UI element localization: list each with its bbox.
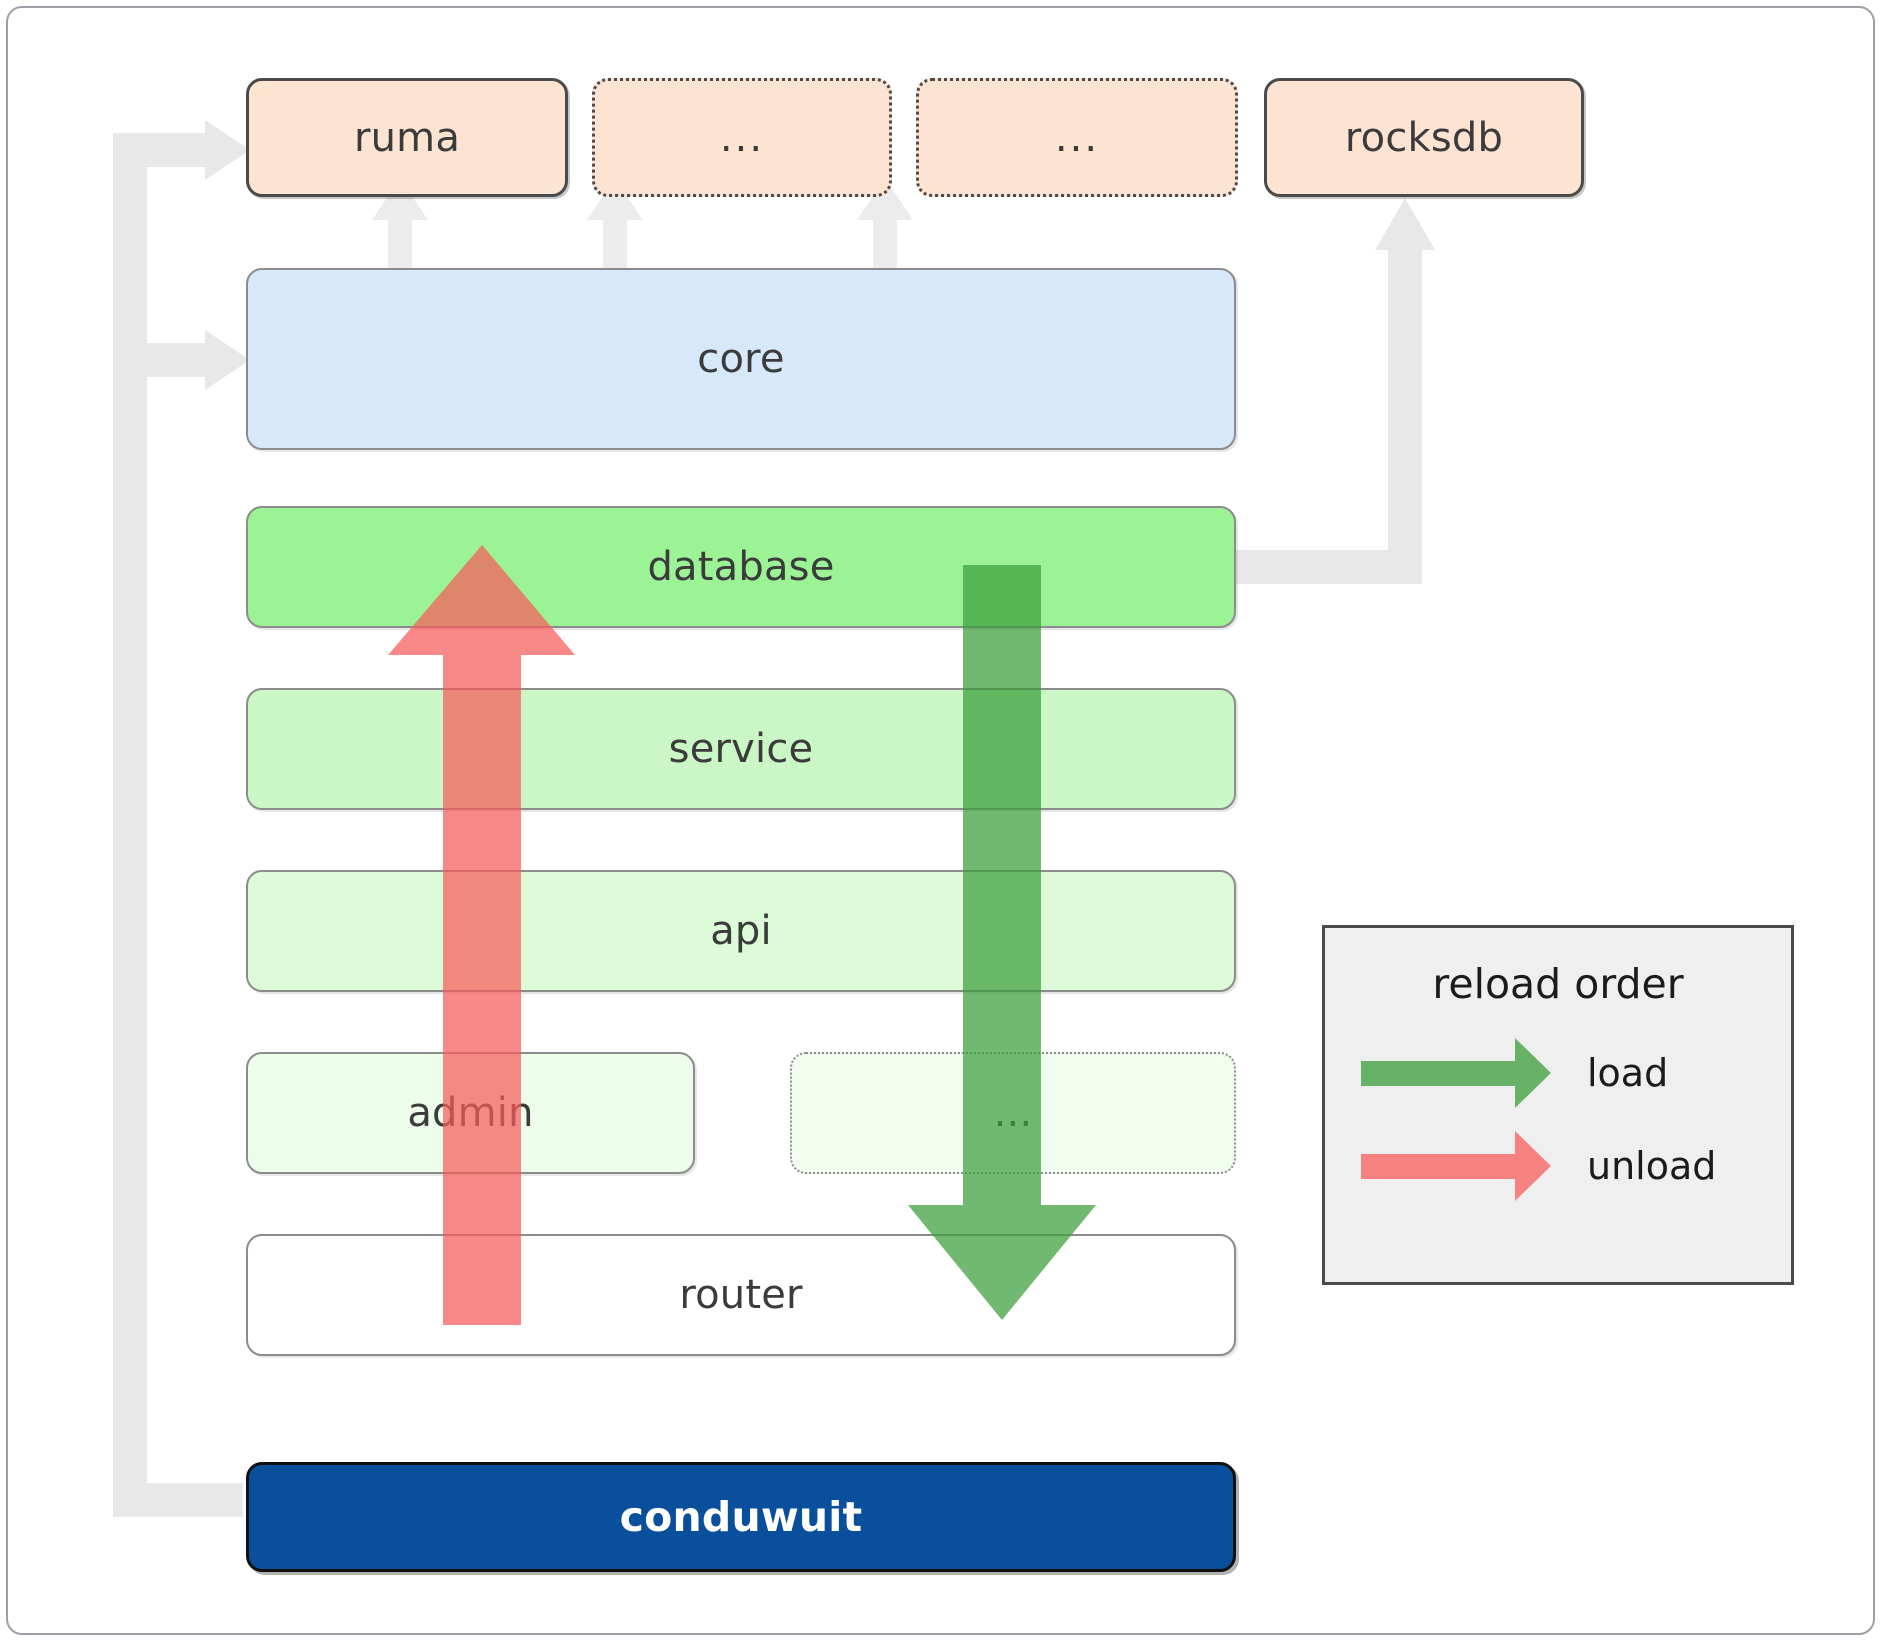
layer-box-api[interactable]: api: [246, 870, 1236, 992]
layer-box-admin[interactable]: admin: [246, 1052, 695, 1174]
dependency-box-ellipsis-2[interactable]: ...: [916, 78, 1238, 197]
load-arrow-icon: [1361, 1038, 1551, 1108]
diagram-frame: [6, 6, 1875, 1635]
dependency-label-ruma: ruma: [353, 114, 461, 161]
layer-box-database[interactable]: database: [246, 506, 1236, 628]
legend-title: reload order: [1432, 960, 1684, 1008]
dependency-box-ruma[interactable]: ruma: [246, 78, 568, 197]
dependency-label-rocksdb: rocksdb: [1344, 114, 1504, 161]
layer-label-router: router: [679, 1272, 803, 1318]
dependency-label-ellipsis-2: ...: [1054, 114, 1100, 161]
layer-label-core: core: [697, 336, 785, 382]
layer-label-admin: admin: [407, 1090, 534, 1136]
layer-box-router[interactable]: router: [246, 1234, 1236, 1356]
layer-label-database: database: [647, 544, 835, 590]
layer-label-api: api: [710, 908, 772, 954]
legend-label-load: load: [1587, 1051, 1669, 1095]
layer-label-ellipsis: ...: [993, 1090, 1033, 1136]
unload-arrow-icon: [1361, 1131, 1551, 1201]
root-label-conduwuit: conduwuit: [619, 1493, 863, 1541]
layer-box-ellipsis[interactable]: ...: [790, 1052, 1236, 1174]
root-box-conduwuit[interactable]: conduwuit: [246, 1462, 1236, 1572]
dependency-box-ellipsis-1[interactable]: ...: [592, 78, 892, 197]
layer-label-service: service: [668, 726, 814, 772]
layer-box-service[interactable]: service: [246, 688, 1236, 810]
dependency-label-ellipsis-1: ...: [719, 114, 765, 161]
layer-box-core[interactable]: core: [246, 268, 1236, 450]
dependency-box-rocksdb[interactable]: rocksdb: [1264, 78, 1584, 197]
legend-label-unload: unload: [1587, 1144, 1717, 1188]
legend-panel: reload order load unload: [1322, 925, 1794, 1285]
